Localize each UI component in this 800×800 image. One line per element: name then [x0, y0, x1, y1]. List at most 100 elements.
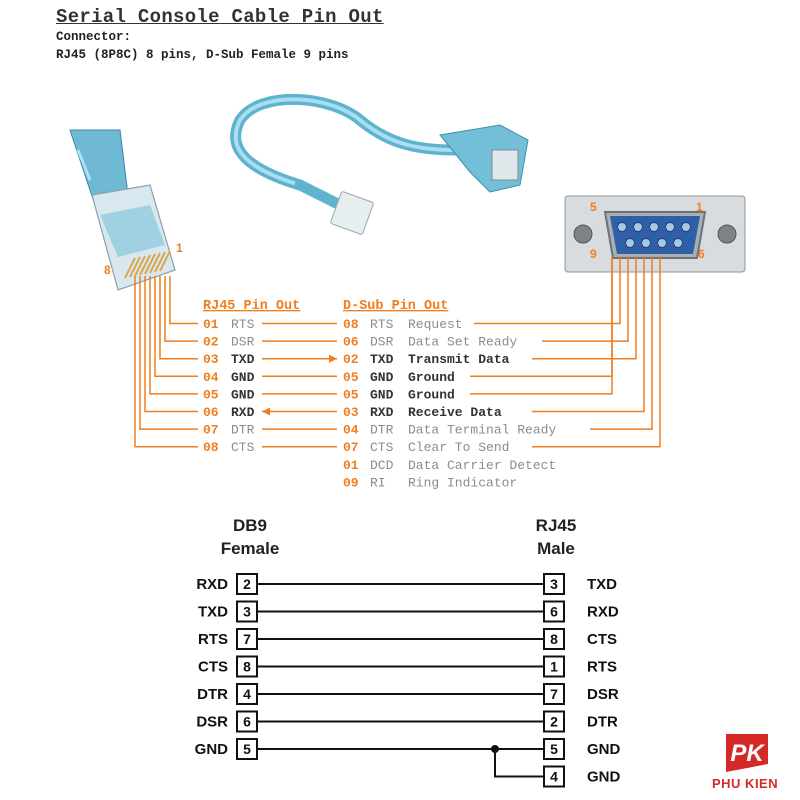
rj45-pin-number: 3 — [550, 576, 558, 592]
dsub-pin-description: Data Carrier Detect — [408, 458, 556, 473]
dsub-pin-number: 04 — [343, 423, 359, 438]
page-title: Serial Console Cable Pin Out — [56, 6, 384, 28]
rj45-pin-signal: TXD — [231, 352, 255, 367]
rj45-pin-number: 4 — [550, 769, 558, 785]
rj45-pin-signal: GND — [231, 370, 255, 385]
dsub-pin1-label: 1 — [696, 200, 703, 214]
db9-signal-label: CTS — [198, 659, 228, 676]
dsub-pin5-label: 5 — [590, 200, 597, 214]
rj45-pin-box — [543, 628, 565, 650]
rj45-pin-number: 03 — [203, 352, 219, 367]
pinout-wires — [134, 256, 661, 448]
rj45-pin-signal: GND — [231, 387, 255, 402]
dsub-wire — [474, 256, 621, 325]
connector-label: Connector: — [56, 30, 132, 44]
rj45-pin-number: 01 — [203, 317, 219, 332]
rj45-pin-signal: RXD — [231, 405, 255, 420]
rj45-pin-number: 04 — [203, 370, 219, 385]
dsub-pin-number: 06 — [343, 335, 359, 350]
dsub-pin-signal: DCD — [370, 458, 394, 473]
dsub-pin9-label: 9 — [590, 247, 597, 261]
dsub-pin-signal: GND — [370, 370, 394, 385]
arrow-right-icon — [329, 354, 337, 363]
dsub-pin-description: Clear To Send — [408, 440, 509, 455]
logo-text: PHU KIEN — [712, 776, 779, 791]
console-cable-illustration — [230, 93, 529, 235]
dsub-pin-signal: CTS — [370, 440, 394, 455]
dsub-wire — [532, 256, 637, 360]
dsub-pin-signal: DSR — [370, 335, 394, 350]
rj45-plug-illustration — [69, 129, 176, 291]
dsub-pin-signal: RTS — [370, 317, 394, 332]
rj45-pin-signal: RTS — [231, 317, 255, 332]
dsub-pin-number: 01 — [343, 458, 359, 473]
dsub9-connector-illustration — [564, 195, 746, 273]
dsub-pin-signal: RI — [370, 475, 386, 490]
dsub-pin-number: 05 — [343, 387, 359, 402]
pk-logo-mark: PK — [726, 734, 768, 772]
db9-title-line1: DB9 — [233, 516, 267, 535]
rj45-pin-number: 05 — [203, 387, 219, 402]
db9-pin-number: 7 — [243, 631, 251, 647]
dsub-wire — [590, 256, 653, 430]
brand-logo: PK PHU KIEN — [712, 730, 782, 796]
rj45-signal-label: RXD — [587, 604, 619, 621]
rj45-pin-box — [543, 573, 565, 595]
rj45-wire — [159, 276, 198, 360]
dsub-pin-description: Ground — [408, 370, 455, 385]
dsub-pin-number: 08 — [343, 317, 359, 332]
rj45-pin-box — [543, 765, 565, 788]
rj45-pin-signal: DSR — [231, 335, 255, 350]
db9-signal-label: RXD — [196, 576, 228, 593]
db9-pin-number: 6 — [243, 714, 251, 730]
rj45-pin-number: 8 — [550, 631, 558, 647]
rj45-signal-label: CTS — [587, 631, 617, 648]
logo-mark-text: PK — [730, 740, 765, 767]
rj45-pin-number: 07 — [203, 423, 219, 438]
rj45-pin-number: 7 — [550, 686, 558, 702]
dsub-wire — [470, 256, 613, 395]
rj45-pin-box — [543, 683, 565, 705]
db9-signal-label: TXD — [198, 604, 228, 621]
dsub-pin-description: Transmit Data — [408, 352, 510, 367]
db9-pin-number: 5 — [243, 741, 251, 757]
dsub-pin-description: Data Set Ready — [408, 335, 517, 350]
dsub-pin6-label: 6 — [698, 247, 705, 261]
dsub-pin-description: Receive Data — [408, 405, 502, 420]
dsub-pin-description: Request — [408, 317, 463, 332]
db9-pin-number: 8 — [243, 659, 251, 675]
rj45-signal-label: GND — [587, 769, 621, 786]
rj45-pin-number: 5 — [550, 741, 558, 757]
rj45-signal-label: TXD — [587, 576, 617, 593]
dsub-pin-signal: GND — [370, 387, 394, 402]
rj45-wire — [139, 276, 198, 430]
db9-signal-label: GND — [195, 741, 229, 758]
rj45-wire — [154, 276, 198, 378]
dsub-wire — [542, 256, 629, 342]
rj45-signal-label: GND — [587, 741, 621, 758]
rj45-signal-label: DTR — [587, 714, 618, 731]
dsub-pin-signal: TXD — [370, 352, 394, 367]
rj45-wire — [169, 276, 198, 325]
rj45-wire — [164, 276, 198, 342]
db9-signal-label: DSR — [196, 714, 228, 731]
dsub-pin-description: Ground — [408, 387, 455, 402]
rj45-signal-label: RTS — [587, 659, 617, 676]
dsub-pin-signal: RXD — [370, 405, 394, 420]
ground-bridge-wire — [494, 749, 544, 778]
rj45-pinout-header: RJ45 Pin Out — [203, 299, 300, 314]
dsub-pinout-header: D-Sub Pin Out — [343, 299, 448, 314]
dsub-wire — [532, 256, 645, 413]
rj45-pin-box — [543, 710, 565, 733]
dsub-pin-number: 05 — [343, 370, 359, 385]
rj45-pin1-label: 1 — [176, 241, 183, 255]
rj45-pin-number: 6 — [550, 604, 558, 620]
rj45-pin-number: 08 — [203, 440, 219, 455]
rj45-pin-box — [543, 600, 565, 623]
dsub-pin-number: 09 — [343, 475, 359, 490]
rj45-wire — [149, 276, 198, 395]
rj45-pin-box — [543, 738, 565, 760]
dsub-pin-description: Data Terminal Ready — [408, 423, 556, 438]
